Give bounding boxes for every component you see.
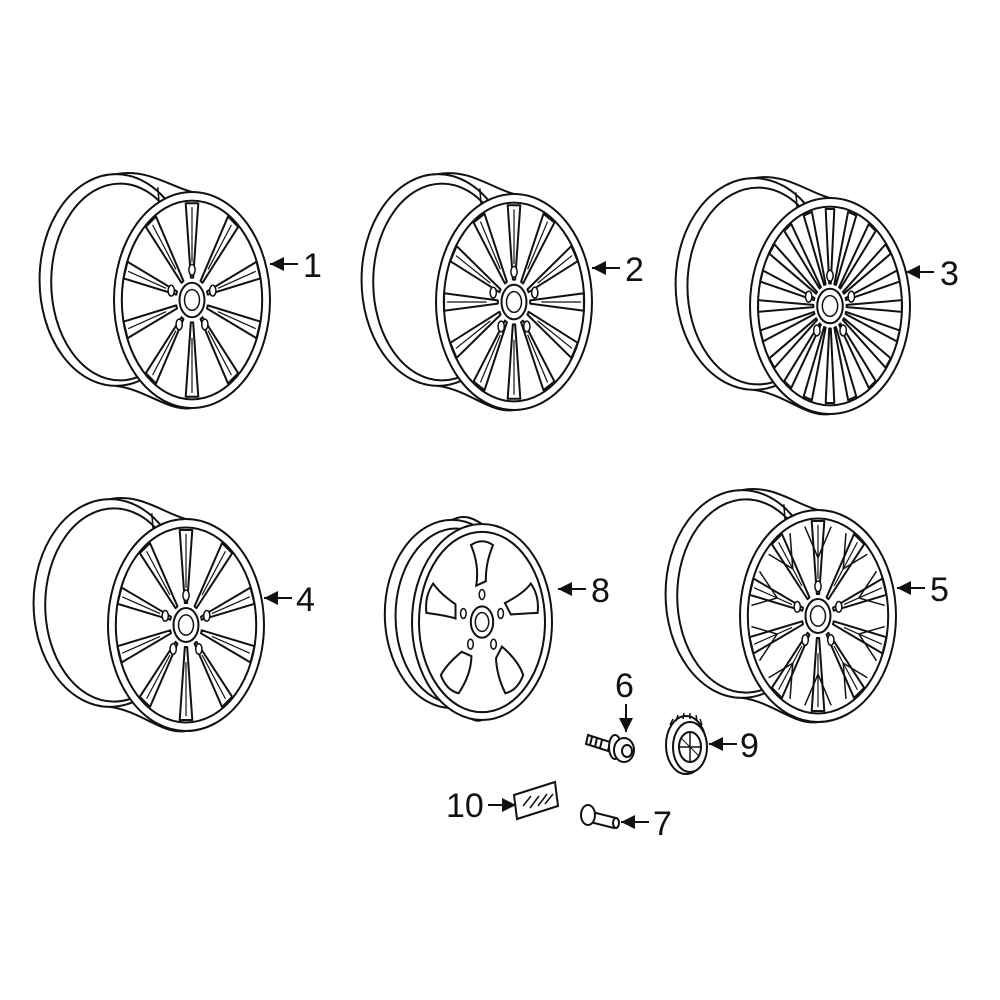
wheel-3[interactable] <box>674 176 911 416</box>
callout-3: 3 <box>940 255 959 293</box>
center-cap-9[interactable] <box>665 712 708 775</box>
wheel-2[interactable] <box>360 172 593 412</box>
callout-2: 2 <box>625 251 644 289</box>
leader-lines <box>264 257 934 829</box>
callout-10: 10 <box>446 787 484 825</box>
callout-7: 7 <box>653 805 672 843</box>
callout-5: 5 <box>930 571 949 609</box>
valve-stem-7[interactable] <box>580 804 620 830</box>
callout-6: 6 <box>615 667 634 705</box>
callout-8: 8 <box>591 572 610 610</box>
callout-1: 1 <box>303 247 322 285</box>
wheel-5[interactable] <box>664 488 897 724</box>
wheel-1[interactable] <box>38 172 271 410</box>
wheel-4[interactable] <box>32 497 265 733</box>
spare-wheel-8[interactable] <box>383 515 553 722</box>
wheel-bolt-6[interactable] <box>584 733 635 763</box>
balance-weight-10[interactable] <box>512 780 560 821</box>
callout-9: 9 <box>740 727 759 765</box>
callout-4: 4 <box>296 581 315 619</box>
